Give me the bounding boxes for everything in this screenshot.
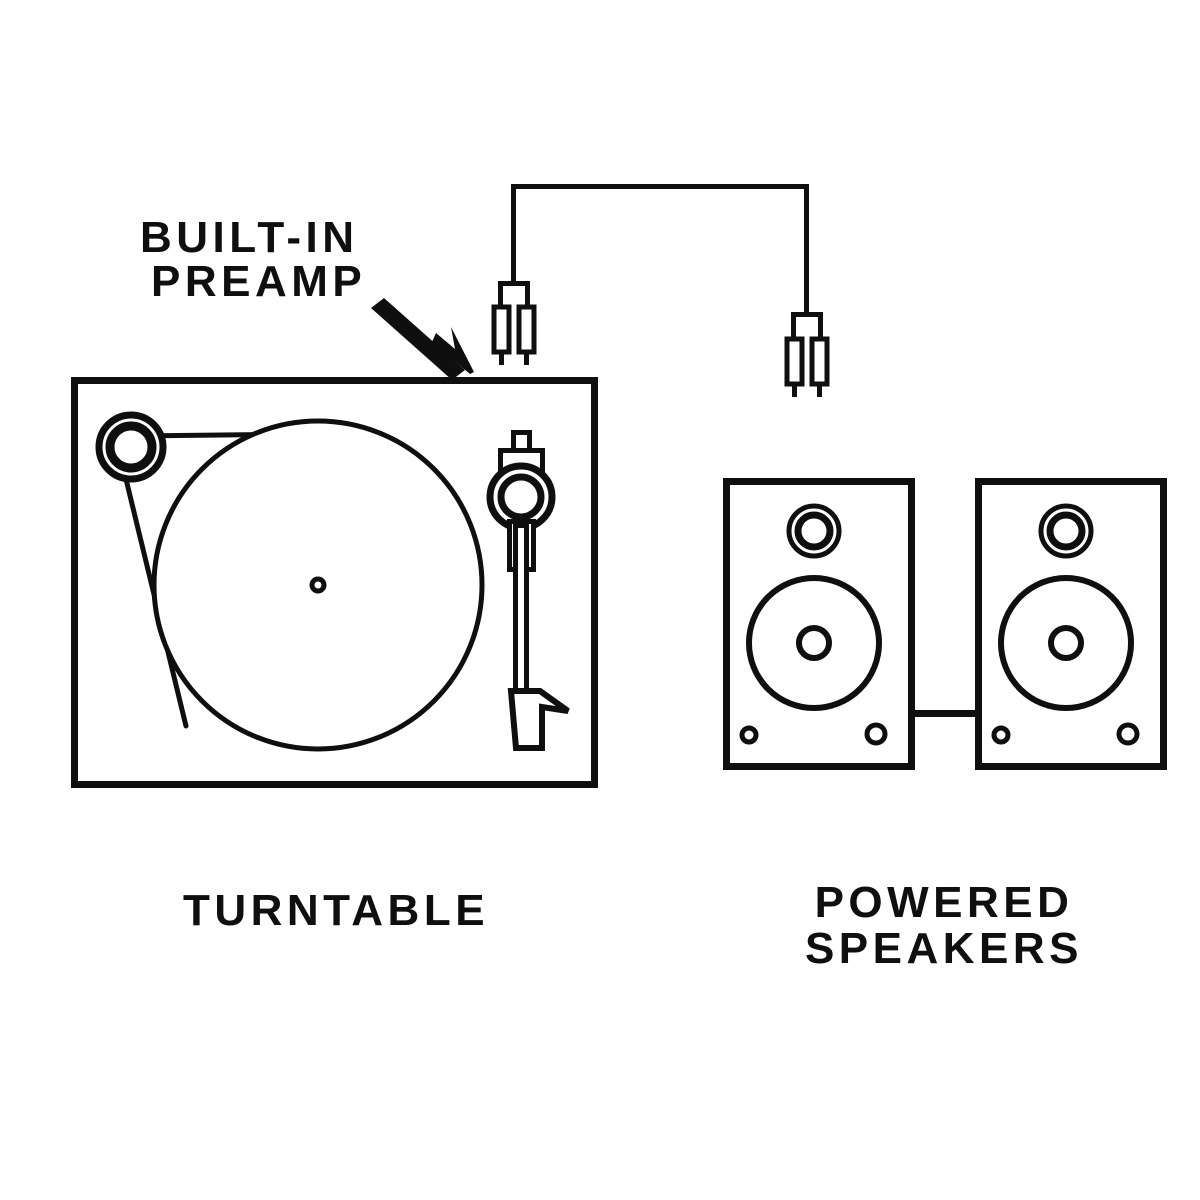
rca-plug-pair-left — [491, 281, 537, 365]
turntable — [71, 377, 598, 788]
speaker-left-screw-right — [864, 722, 888, 746]
rca-plug-body-left-2 — [516, 304, 537, 355]
callout-line-2: PREAMP — [151, 257, 366, 306]
rca-plug-pin-left-2 — [524, 351, 529, 365]
speakers-label-line-1: POWERED — [815, 878, 1074, 927]
powered-speakers — [723, 478, 1167, 770]
speaker-right-tweeter-inner-ring — [1046, 511, 1086, 551]
rca-plug-pin-left-1 — [499, 351, 504, 365]
speaker-left-woofer-dustcap — [796, 625, 832, 661]
spindle — [309, 576, 327, 594]
callout-line-1: BUILT-IN — [140, 213, 359, 262]
rca-cable — [491, 184, 830, 397]
rca-plug-pin-right-1 — [792, 383, 797, 397]
speaker-left-screw-left — [739, 725, 759, 745]
rca-plug-body-left-1 — [491, 304, 512, 355]
callout-arrow-shaft — [371, 298, 465, 380]
tonearm-tube — [513, 523, 529, 696]
counterweight-stem — [511, 430, 532, 453]
speaker-left — [723, 478, 915, 770]
rca-cable-path — [511, 184, 809, 314]
speaker-right-woofer-dustcap — [1048, 625, 1084, 661]
motor-pulley-inner-ring — [105, 421, 157, 473]
speaker-right — [975, 478, 1167, 770]
headshell — [507, 688, 570, 751]
rca-plug-body-right-2 — [809, 336, 830, 387]
tonearm-pivot-inner-ring — [497, 473, 545, 521]
speaker-right-screw-right — [1116, 722, 1140, 746]
rca-plug-pair-right — [784, 312, 830, 397]
speaker-left-tweeter-inner-ring — [794, 511, 834, 551]
speakers-label-line-2: SPEAKERS — [805, 924, 1083, 973]
tonearm-assembly — [486, 430, 570, 751]
rca-plug-body-right-1 — [784, 336, 805, 387]
turntable-label: TURNTABLE — [183, 886, 489, 935]
callout-arrow-head — [432, 327, 474, 374]
arrow-down-right-icon — [371, 298, 474, 380]
speaker-right-screw-left — [991, 725, 1011, 745]
rca-plug-pin-right-2 — [817, 383, 822, 397]
